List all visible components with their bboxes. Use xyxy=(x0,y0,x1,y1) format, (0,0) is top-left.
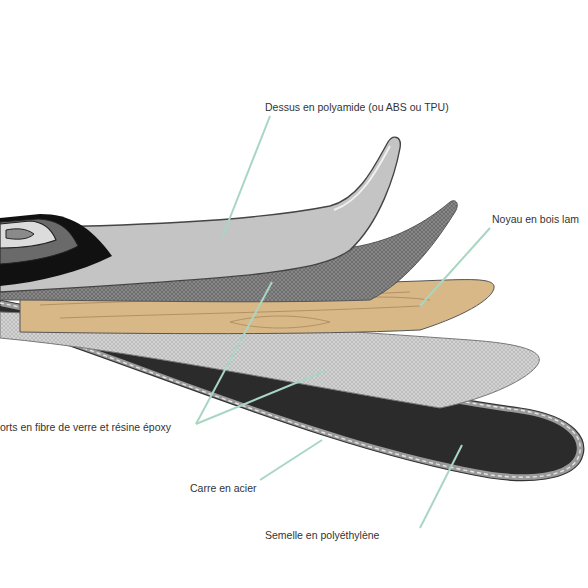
part-label: orts en fibre de verre et résine époxy xyxy=(0,421,171,434)
part-label: Dessus en polyamide (ou ABS ou TPU) xyxy=(265,101,449,114)
top-sheet xyxy=(0,137,400,292)
part-label: Noyau en bois lam xyxy=(492,213,579,226)
leader-lines xyxy=(196,116,490,528)
part-label: Semelle en polyéthylène xyxy=(265,529,379,542)
part-label: Carre en acier xyxy=(190,482,257,495)
